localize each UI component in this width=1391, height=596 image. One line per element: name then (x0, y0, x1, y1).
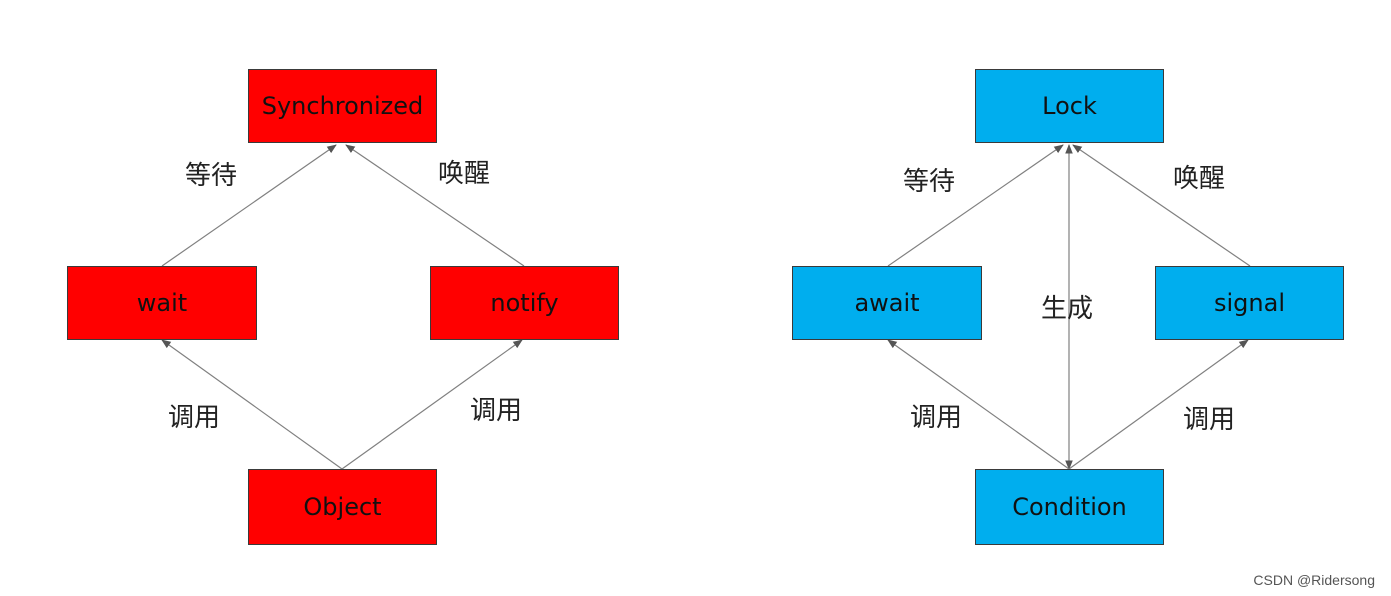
label-call-notify-edge: 调用 (470, 396, 523, 426)
label-generate-edge: 生成 (1041, 294, 1094, 324)
edge-wait-to-synchronized (161, 144, 337, 267)
watermark-text: CSDN @Ridersong (1253, 572, 1375, 588)
edge-object-to-notify (341, 339, 523, 470)
edge-await-to-lock (887, 144, 1064, 267)
node-lock: Lock (975, 69, 1164, 143)
label-notify-edge: 唤醒 (438, 159, 491, 189)
edge-object-to-wait (161, 339, 343, 470)
label-call-await-edge: 调用 (910, 403, 963, 433)
edge-signal-to-lock (1072, 144, 1251, 267)
label-wait-edge: 等待 (185, 161, 238, 191)
node-synchronized: Synchronized (248, 69, 437, 143)
label-call-signal-edge: 调用 (1183, 405, 1236, 435)
node-signal: signal (1155, 266, 1344, 340)
edge-condition-to-await (887, 339, 1070, 470)
label-call-wait-edge: 调用 (168, 403, 221, 433)
edge-notify-to-synchronized (345, 144, 525, 267)
node-wait: wait (67, 266, 257, 340)
node-await: await (792, 266, 982, 340)
node-condition: Condition (975, 469, 1164, 545)
label-signal-edge: 唤醒 (1173, 164, 1226, 194)
node-object: Object (248, 469, 437, 545)
node-notify: notify (430, 266, 619, 340)
edge-condition-to-signal (1068, 339, 1249, 470)
label-await-edge: 等待 (903, 167, 956, 197)
